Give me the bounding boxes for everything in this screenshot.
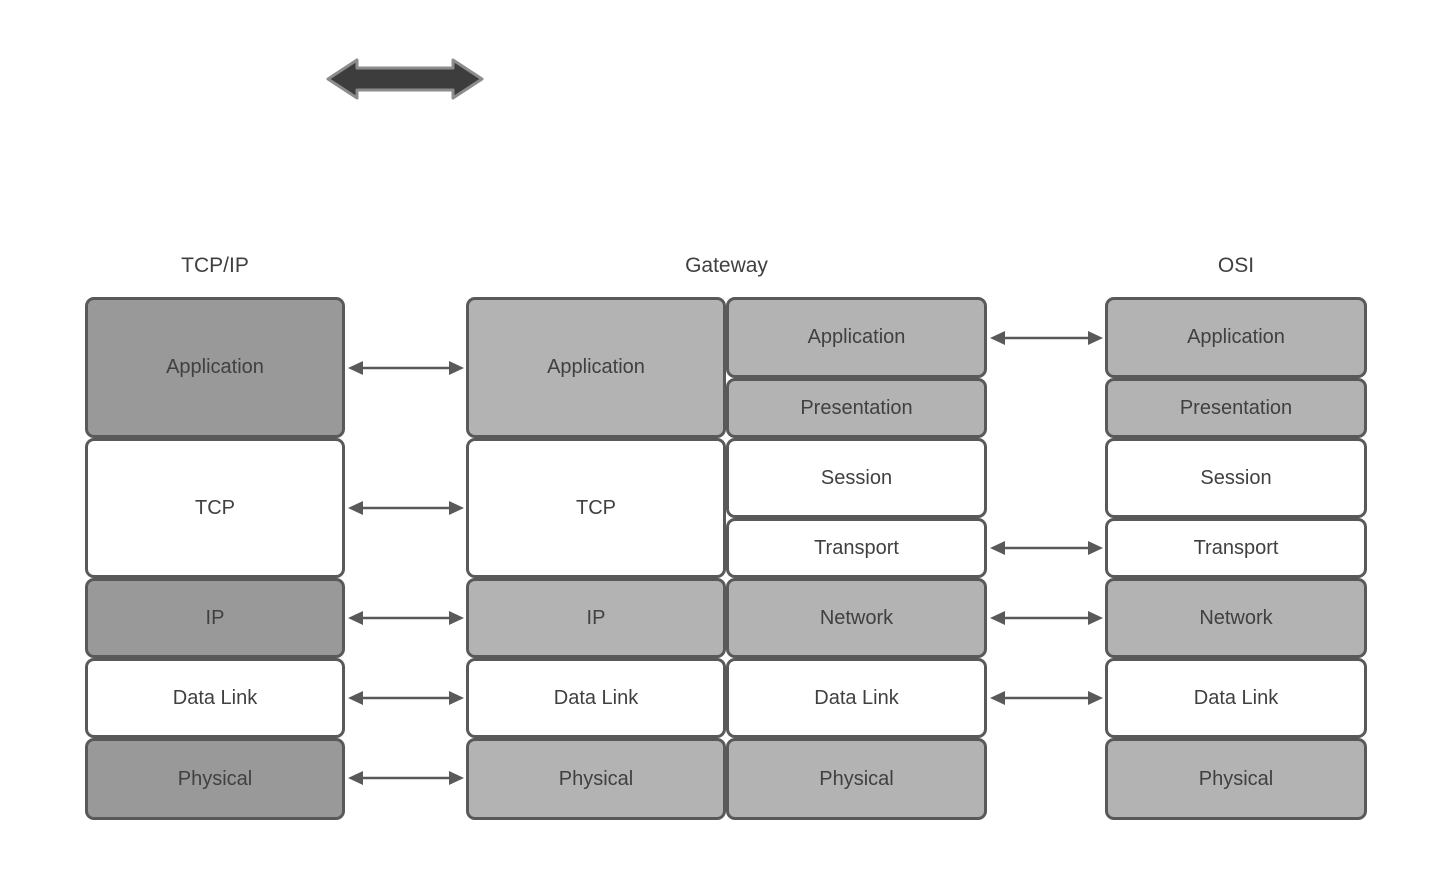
layer-label: Data Link [1193, 686, 1279, 709]
link-arrow-application-icon [348, 356, 464, 380]
link-arrow-network-icon [990, 606, 1103, 630]
layer-label: Network [1199, 606, 1273, 629]
osi-layer-physical: Physical [1105, 738, 1367, 820]
layer-label: IP [586, 606, 606, 629]
layer-label: Data Link [553, 686, 639, 709]
layer-label: Application [547, 356, 645, 378]
layer-label: Presentation [1179, 396, 1293, 419]
gateway-left-layer-ip: IP [466, 578, 726, 658]
link-arrow-tcp-icon [348, 496, 464, 520]
layer-label: Presentation [800, 396, 913, 419]
tcpip-column-header: TCP/IP [181, 254, 249, 277]
layer-label: Physical [819, 767, 894, 790]
thick-double-arrow-icon [325, 56, 485, 102]
gateway-right-layer-transport: Transport [726, 518, 987, 578]
link-arrow-physical-icon [348, 766, 464, 790]
gateway-right-layer-network: Network [726, 578, 987, 658]
gateway-left-layer-data-link: Data Link [466, 658, 726, 738]
layer-label: Session [1200, 466, 1272, 489]
osi-layer-transport: Transport [1105, 518, 1367, 578]
layer-label: Data Link [814, 686, 899, 709]
layer-label: Physical [558, 767, 634, 790]
osi-layer-session: Session [1105, 438, 1367, 518]
osi-layer-data-link: Data Link [1105, 658, 1367, 738]
link-arrow-data-link-left-icon [348, 686, 464, 710]
gateway-right-layer-physical: Physical [726, 738, 987, 820]
link-arrow-ip-icon [348, 606, 464, 630]
layer-label: IP [205, 606, 225, 629]
tcpip-layer-application: Application [85, 297, 345, 438]
link-arrow-transport-icon [990, 536, 1103, 560]
gateway-left-layer-tcp: TCP [466, 438, 726, 578]
gateway-left-layer-physical: Physical [466, 738, 726, 820]
layer-label: TCP [576, 496, 616, 519]
layer-label: Physical [177, 767, 253, 790]
layer-label: Application [166, 356, 264, 378]
gateway-left-layer-application: Application [466, 297, 726, 438]
layer-label: Application [1187, 326, 1285, 348]
gateway-right-layer-presentation: Presentation [726, 378, 987, 438]
layer-label: Application [807, 326, 906, 348]
osi-layer-presentation: Presentation [1105, 378, 1367, 438]
osi-layer-network: Network [1105, 578, 1367, 658]
osi-column-header: OSI [1217, 254, 1255, 277]
gateway-column-header: Gateway [685, 254, 768, 277]
link-arrow-osi-application-icon [990, 326, 1103, 350]
layer-label: Data Link [172, 686, 258, 709]
tcpip-layer-ip: IP [85, 578, 345, 658]
gateway-right-layer-application: Application [726, 297, 987, 378]
layer-label: Network [819, 606, 894, 629]
layer-label: Session [820, 466, 893, 489]
gateway-right-layer-data-link: Data Link [726, 658, 987, 738]
tcpip-layer-physical: Physical [85, 738, 345, 820]
layer-label: Physical [1198, 767, 1274, 790]
tcpip-layer-tcp: TCP [85, 438, 345, 578]
link-arrow-data-link-right-icon [990, 686, 1103, 710]
layer-label: Transport [1193, 536, 1279, 559]
osi-layer-application: Application [1105, 297, 1367, 378]
gateway-right-layer-session: Session [726, 438, 987, 518]
layer-label: Transport [814, 536, 899, 559]
layer-label: TCP [195, 496, 235, 519]
tcpip-layer-data-link: Data Link [85, 658, 345, 738]
